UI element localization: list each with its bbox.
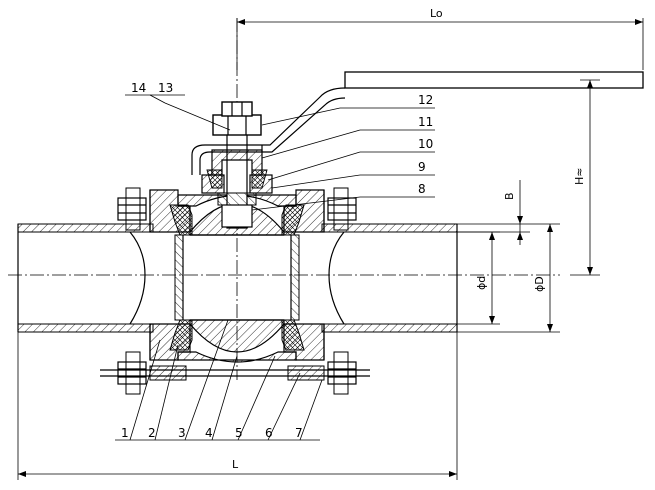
dim-label-outer-d: ϕD [533, 276, 546, 292]
dim-label-l: L [232, 458, 239, 471]
part-label-12: 12 [418, 93, 433, 107]
dim-label-b: B [503, 192, 516, 200]
handle [191, 71, 644, 175]
top-nut [212, 101, 262, 136]
dim-label-h: H≈ [573, 168, 586, 186]
part-label-4: 4 [205, 426, 213, 440]
part-label-8: 8 [418, 182, 426, 196]
part-label-13: 13 [158, 81, 173, 95]
part-label-11: 11 [418, 115, 433, 129]
part-label-10: 10 [418, 137, 433, 151]
dimension-lines [17, 18, 644, 480]
part-label-3: 3 [178, 426, 186, 440]
bottom-bolts [100, 351, 370, 395]
right-pipe [321, 223, 458, 333]
left-pipe [17, 223, 154, 333]
part-label-2: 2 [148, 426, 156, 440]
dim-label-d: ϕd [475, 276, 488, 290]
top-bolts [117, 187, 357, 231]
part-label-9: 9 [418, 160, 426, 174]
part-label-6: 6 [265, 426, 273, 440]
stem-assembly [201, 129, 273, 229]
part-label-14: 14 [131, 81, 146, 95]
dimension-labels: Lo L H≈ B ϕd ϕD [232, 7, 586, 471]
center-body [177, 194, 297, 363]
part-label-1: 1 [121, 426, 129, 440]
leader-lines [115, 94, 435, 441]
part-label-7: 7 [295, 426, 303, 440]
part-label-5: 5 [235, 426, 243, 440]
right-end-cap [283, 189, 345, 361]
part-labels: 14 13 12 11 10 9 8 1 2 3 4 5 6 7 [121, 81, 433, 440]
dim-label-lo: Lo [430, 7, 443, 20]
